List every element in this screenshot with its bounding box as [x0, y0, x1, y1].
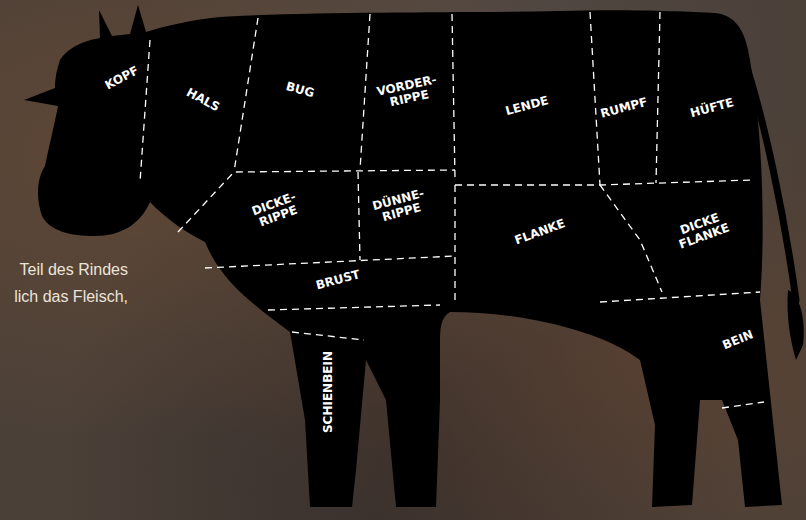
- cut-lines: [140, 12, 764, 408]
- cut-line: [205, 256, 455, 268]
- cut-line: [292, 332, 364, 340]
- cut-line: [178, 170, 455, 232]
- cut-line: [234, 18, 258, 172]
- cow-tail-tuft: [787, 290, 803, 360]
- cut-line: [140, 40, 150, 182]
- cut-line: [600, 185, 662, 292]
- intro-text: Teil des Rindes: [20, 260, 129, 279]
- cut-line: [722, 402, 764, 408]
- cut-line: [452, 14, 455, 178]
- cut-line: [590, 12, 600, 185]
- cow-silhouette: [24, 5, 782, 507]
- cut-line: [360, 14, 370, 170]
- cut-line: [455, 180, 752, 185]
- intro-text: lich das Fleisch,: [14, 287, 128, 306]
- cut-name: SCHIENBEIN: [322, 351, 335, 433]
- cut-line: [358, 172, 360, 260]
- cut-line: [600, 292, 760, 302]
- cut-line: [268, 305, 440, 310]
- cut-line: [454, 185, 455, 304]
- cut-line: [656, 12, 660, 183]
